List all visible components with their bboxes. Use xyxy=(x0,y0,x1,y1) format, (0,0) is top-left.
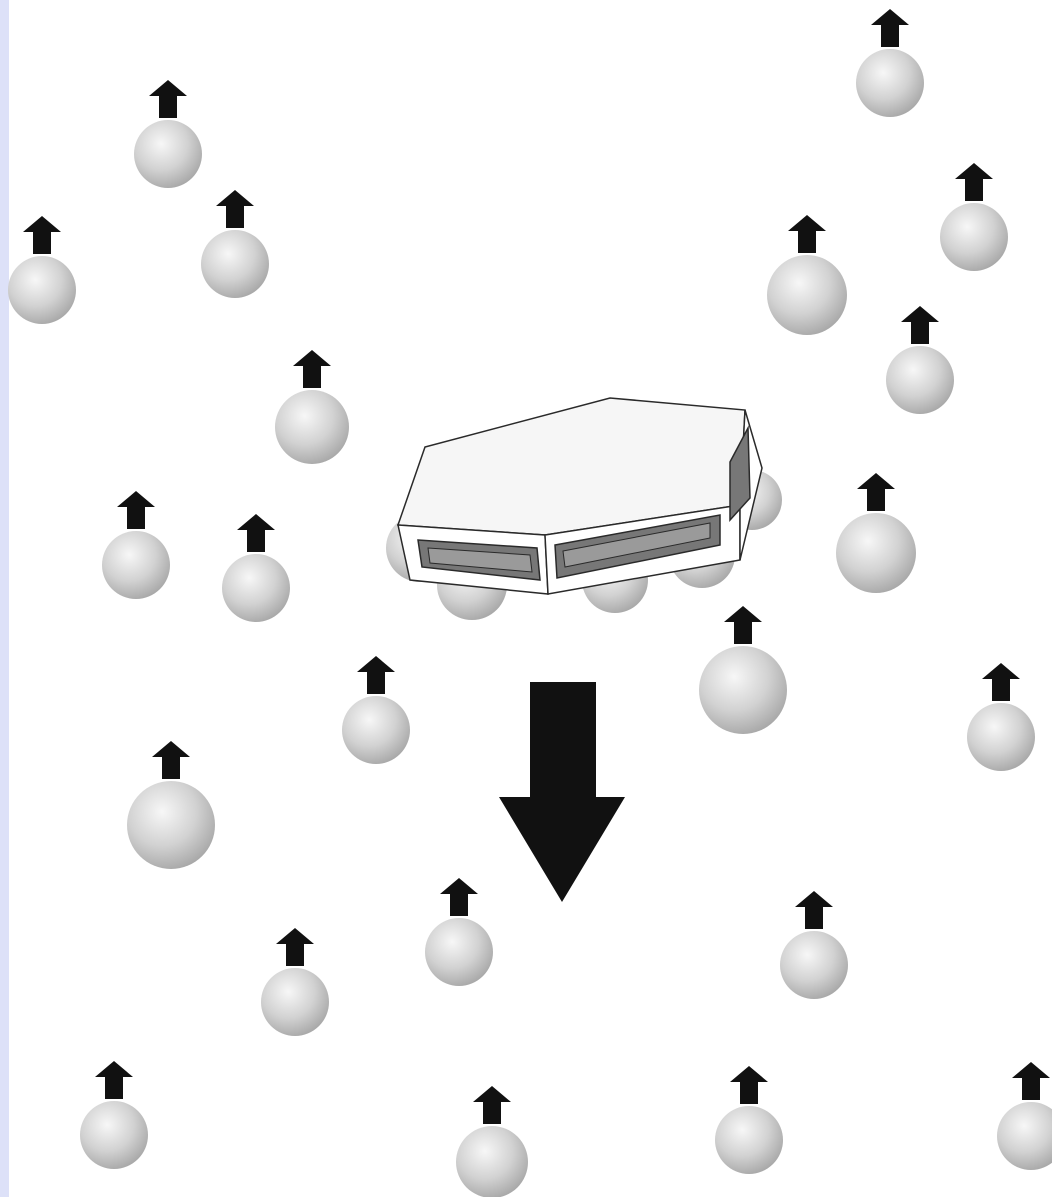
sphere-icon xyxy=(940,203,1008,271)
sphere-icon xyxy=(275,390,349,464)
up-arrow-icon xyxy=(293,350,331,388)
up-arrow-icon xyxy=(901,306,939,344)
sphere-icon xyxy=(127,781,215,869)
particle-with-up-arrow xyxy=(8,216,76,324)
up-arrow-icon xyxy=(730,1066,768,1104)
particle-with-up-arrow xyxy=(997,1062,1052,1170)
up-arrow-icon xyxy=(955,163,993,201)
particle-with-up-arrow xyxy=(425,878,493,986)
particle-with-up-arrow xyxy=(201,190,269,298)
particle-with-up-arrow xyxy=(940,163,1008,271)
particle-with-up-arrow xyxy=(127,741,215,869)
up-arrow-icon xyxy=(795,891,833,929)
hexagonal-crystal-icon xyxy=(386,398,782,620)
particle-with-up-arrow xyxy=(836,473,916,593)
sphere-icon xyxy=(134,120,202,188)
sphere-icon xyxy=(222,554,290,622)
particle-with-up-arrow xyxy=(261,928,329,1036)
sphere-icon xyxy=(856,49,924,117)
sphere-icon xyxy=(201,230,269,298)
up-arrow-icon xyxy=(857,473,895,511)
up-arrow-icon xyxy=(440,878,478,916)
sphere-icon xyxy=(767,255,847,335)
sphere-icon xyxy=(699,646,787,734)
particle-with-up-arrow xyxy=(699,606,787,734)
large-down-arrow-icon xyxy=(499,682,625,902)
particle-with-up-arrow xyxy=(715,1066,783,1174)
particle-with-up-arrow xyxy=(856,9,924,117)
up-arrow-icon xyxy=(23,216,61,254)
up-arrow-icon xyxy=(149,80,187,118)
up-arrow-icon xyxy=(473,1086,511,1124)
particle-with-up-arrow xyxy=(134,80,202,188)
up-arrow-icon xyxy=(724,606,762,644)
particle-with-up-arrow xyxy=(886,306,954,414)
up-arrow-icon xyxy=(95,1061,133,1099)
up-arrow-icon xyxy=(982,663,1020,701)
sphere-icon xyxy=(886,346,954,414)
sphere-icon xyxy=(102,531,170,599)
sphere-icon xyxy=(80,1101,148,1169)
particle-with-up-arrow xyxy=(102,491,170,599)
particles-group xyxy=(8,9,1052,1197)
particle-with-up-arrow xyxy=(275,350,349,464)
particle-with-up-arrow xyxy=(967,663,1035,771)
sphere-icon xyxy=(967,703,1035,771)
sphere-icon xyxy=(342,696,410,764)
sphere-icon xyxy=(836,513,916,593)
particle-with-up-arrow xyxy=(342,656,410,764)
sphere-icon xyxy=(997,1102,1052,1170)
up-arrow-icon xyxy=(788,215,826,253)
particle-with-up-arrow xyxy=(767,215,847,335)
up-arrow-icon xyxy=(276,928,314,966)
up-arrow-icon xyxy=(871,9,909,47)
up-arrow-icon xyxy=(357,656,395,694)
up-arrow-icon xyxy=(237,514,275,552)
particle-with-up-arrow xyxy=(780,891,848,999)
sphere-icon xyxy=(715,1106,783,1174)
sphere-icon xyxy=(425,918,493,986)
up-arrow-icon xyxy=(216,190,254,228)
sphere-icon xyxy=(780,931,848,999)
up-arrow-icon xyxy=(1012,1062,1050,1100)
sphere-icon xyxy=(8,256,76,324)
up-arrow-icon xyxy=(152,741,190,779)
sphere-icon xyxy=(456,1126,528,1197)
particle-with-up-arrow xyxy=(222,514,290,622)
particle-with-up-arrow xyxy=(456,1086,528,1197)
particle-with-up-arrow xyxy=(80,1061,148,1169)
sphere-icon xyxy=(261,968,329,1036)
up-arrow-icon xyxy=(117,491,155,529)
